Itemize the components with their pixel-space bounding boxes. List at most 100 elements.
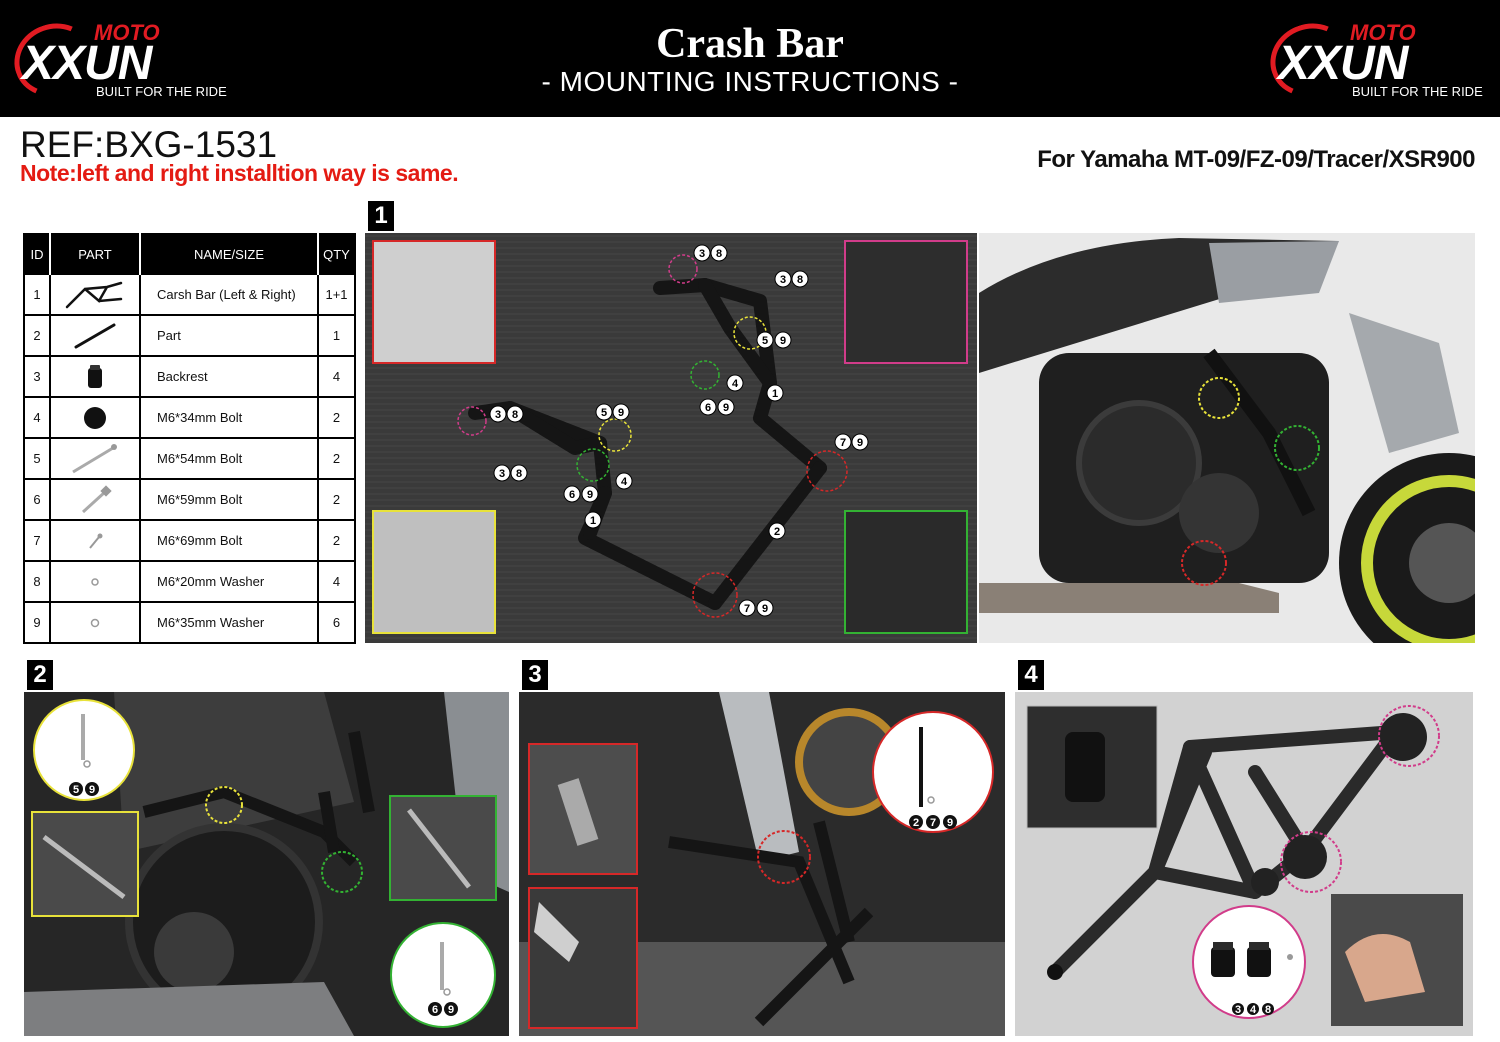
svg-text:7: 7 [744, 603, 750, 615]
svg-text:5: 5 [601, 407, 607, 419]
table-row: 3 Backrest 4 [23, 355, 356, 398]
table-row: 6 M6*59mm Bolt 2 [23, 478, 356, 521]
svg-text:9: 9 [618, 407, 624, 419]
row-name: M6*35mm Washer [139, 601, 319, 644]
step-4-photo: 3 4 8 [1015, 692, 1473, 1036]
bolt-icon [81, 484, 112, 513]
bolt-head-icon [84, 406, 106, 429]
washer-icon [91, 577, 99, 586]
step-3-callout-2: 2 [913, 817, 919, 829]
step-2-yellow-callout-5: 5 [73, 784, 79, 796]
row-qty: 4 [317, 560, 356, 603]
svg-text:9: 9 [762, 603, 768, 615]
row-name: M6*20mm Washer [139, 560, 319, 603]
table-row: 4 M6*34mm Bolt 2 [23, 396, 356, 439]
part-cell [49, 478, 141, 521]
table-row: 5 M6*54mm Bolt 2 [23, 437, 356, 480]
logo-tagline: BUILT FOR THE RIDE [96, 84, 227, 99]
table-row: 7 M6*69mm Bolt 2 [23, 519, 356, 562]
step-1-label: 1 [368, 201, 394, 231]
logo-wordmark: XXUN [22, 37, 152, 90]
part-cell [49, 519, 141, 562]
svg-text:1: 1 [590, 515, 596, 527]
page-subtitle: - MOUNTING INSTRUCTIONS - [541, 66, 959, 97]
row-qty: 1 [317, 314, 356, 357]
step-3-callout-9: 9 [947, 817, 953, 829]
logo-moto-text: MOTO [1350, 20, 1416, 45]
row-id: 7 [23, 519, 51, 562]
row-name: Carsh Bar (Left & Right) [139, 273, 319, 316]
column-header-part: PART [50, 234, 141, 274]
reference-number: REF:BXG-1531 [20, 124, 278, 165]
svg-text:5: 5 [762, 335, 768, 347]
step-1-bike-photo [979, 233, 1475, 643]
row-name: M6*59mm Bolt [139, 478, 319, 521]
svg-text:8: 8 [716, 248, 722, 260]
step-2-label: 2 [27, 660, 53, 690]
part-cell [49, 601, 141, 644]
svg-text:7: 7 [840, 437, 846, 449]
fitment-text: For Yamaha MT-09/FZ-09/Tracer/XSR900 [1037, 146, 1475, 173]
step-3-label: 3 [522, 660, 548, 690]
installation-note: Note:left and right installtion way is s… [20, 160, 459, 186]
step-2-green-callout-9: 9 [448, 1004, 454, 1016]
step-2-yellow-callout-9: 9 [89, 784, 95, 796]
small-bolt-icon [89, 533, 103, 549]
row-qty: 6 [317, 601, 356, 644]
step-4-callout-4: 4 [1250, 1004, 1257, 1016]
svg-text:3: 3 [780, 274, 786, 286]
row-name: Part [139, 314, 319, 357]
row-id: 3 [23, 355, 51, 398]
row-id: 1 [23, 273, 51, 316]
svg-text:6: 6 [705, 402, 711, 414]
svg-text:9: 9 [780, 335, 786, 347]
page-title: Crash Bar [656, 21, 844, 67]
row-name: M6*69mm Bolt [139, 519, 319, 562]
step-4-callout-3: 3 [1235, 1004, 1241, 1016]
brand-logo-left: MOTO XXUN BUILT FOR THE RIDE [4, 12, 232, 108]
row-id: 5 [23, 437, 51, 480]
brand-logo-right: MOTO XXUN BUILT FOR THE RIDE [1260, 12, 1488, 108]
column-header-qty: QTY [318, 234, 355, 274]
step-3-photo: 2 7 9 [519, 692, 1005, 1036]
svg-text:1: 1 [772, 388, 778, 400]
long-bolt-icon [72, 443, 117, 473]
step-3-callout-7: 7 [930, 817, 936, 829]
svg-text:6: 6 [569, 489, 575, 501]
rod-icon [74, 323, 116, 348]
part-cell [49, 273, 141, 316]
svg-text:3: 3 [499, 468, 505, 480]
svg-text:8: 8 [512, 409, 518, 421]
table-row: 8 M6*20mm Washer 4 [23, 560, 356, 603]
row-name: Backrest [139, 355, 319, 398]
row-qty: 1+1 [317, 273, 356, 316]
svg-text:2: 2 [774, 526, 780, 538]
step-2-photo: 5 9 6 9 [24, 692, 509, 1036]
svg-text:3: 3 [495, 409, 501, 421]
column-header-id: ID [24, 234, 51, 274]
table-header-row: ID PART NAME/SIZE QTY [24, 234, 355, 274]
part-cell [49, 560, 141, 603]
svg-text:9: 9 [857, 437, 863, 449]
row-id: 2 [23, 314, 51, 357]
step-4-label: 4 [1018, 660, 1044, 690]
svg-text:3: 3 [699, 248, 705, 260]
table-row: 9 M6*35mm Washer 6 [23, 601, 356, 644]
part-cell [49, 355, 141, 398]
row-id: 9 [23, 601, 51, 644]
svg-text:4: 4 [621, 476, 628, 488]
svg-text:8: 8 [797, 274, 803, 286]
part-cell [49, 396, 141, 439]
step-2-green-callout-6: 6 [432, 1004, 438, 1016]
column-header-name: NAME/SIZE [140, 234, 319, 274]
row-qty: 4 [317, 355, 356, 398]
row-id: 6 [23, 478, 51, 521]
row-qty: 2 [317, 396, 356, 439]
slider-icon [88, 364, 102, 388]
row-qty: 2 [317, 478, 356, 521]
parts-table: ID PART NAME/SIZE QTY 1 Carsh Bar (Left … [23, 233, 356, 644]
row-name: M6*54mm Bolt [139, 437, 319, 480]
step-4-callout-8: 8 [1265, 1004, 1271, 1016]
table-row: 1 Carsh Bar (Left & Right) 1+1 [23, 273, 356, 316]
